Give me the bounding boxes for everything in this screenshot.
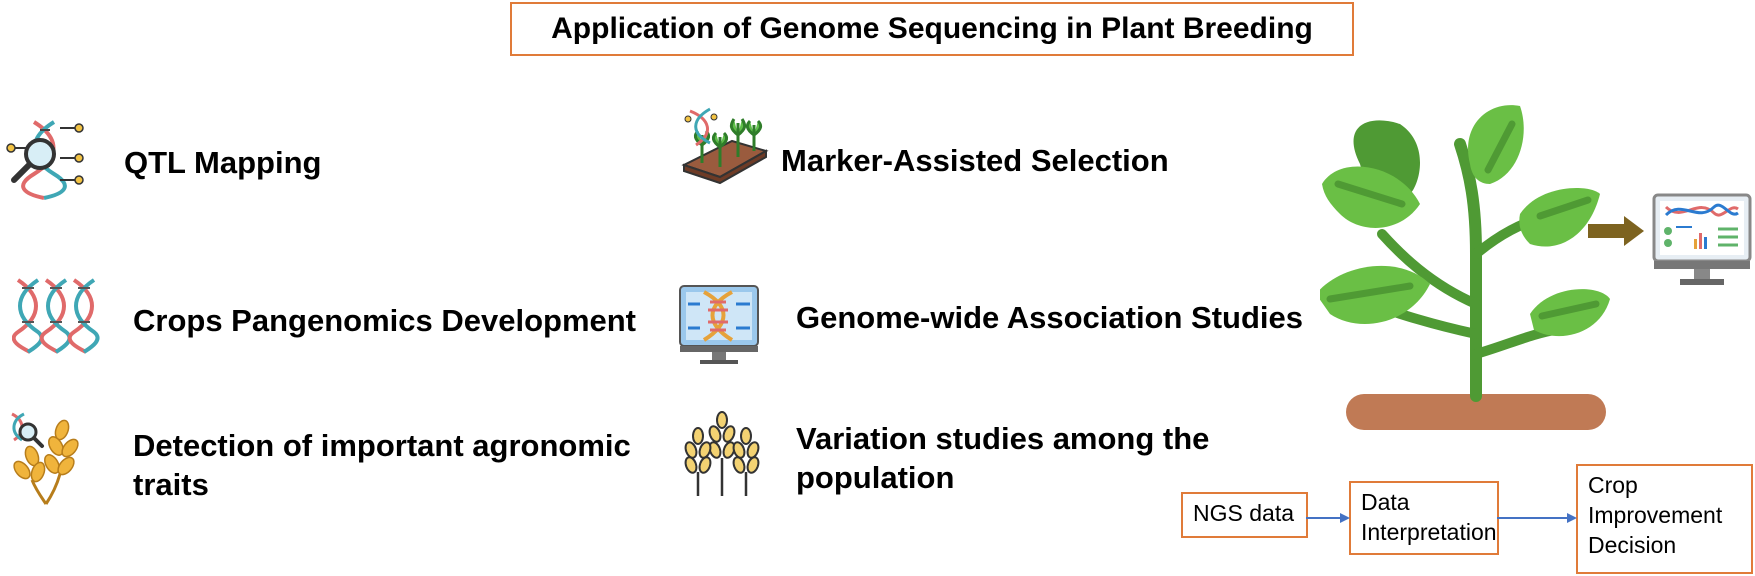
dna-magnifier-icon <box>6 120 84 200</box>
label-marker-assisted-selection: Marker-Assisted Selection <box>781 143 1169 178</box>
flow-step-data-interpretation: Data Interpretation <box>1361 489 1497 545</box>
analysis-monitor-icon <box>1652 193 1752 285</box>
dna-strands-icon <box>12 278 100 354</box>
label-qtl-mapping: QTL Mapping <box>124 145 322 180</box>
flow-box-crop-improvement: Crop Improvement Decision <box>1576 464 1753 574</box>
flow-step-crop-improvement: Crop Improvement Decision <box>1588 472 1723 558</box>
dna-monitor-icon <box>679 285 759 364</box>
diagram-title: Application of Genome Sequencing in Plan… <box>510 2 1354 56</box>
flow-arrow-2 <box>1497 513 1577 523</box>
dna-seedling-tray-icon <box>681 107 769 185</box>
label-agronomic-traits: Detection of important agronomic traits <box>133 428 631 502</box>
label-gwas: Genome-wide Association Studies <box>796 300 1304 335</box>
wheat-ears-icon <box>684 411 760 496</box>
soil-bed <box>1346 394 1606 430</box>
label-crops-pangenomics: Crops Pangenomics Development <box>133 303 637 338</box>
flow-box-data-interpretation: Data Interpretation <box>1349 481 1499 555</box>
flow-step-ngs-data: NGS data <box>1193 500 1294 526</box>
flow-arrow-1 <box>1306 513 1350 523</box>
flow-box-ngs-data: NGS data <box>1181 492 1308 538</box>
label-variation-studies: Variation studies among the population <box>796 421 1210 495</box>
plant-to-computer-arrow <box>1588 216 1644 246</box>
plant-illustration <box>1320 105 1610 430</box>
wheat-dna-icon <box>11 412 79 505</box>
